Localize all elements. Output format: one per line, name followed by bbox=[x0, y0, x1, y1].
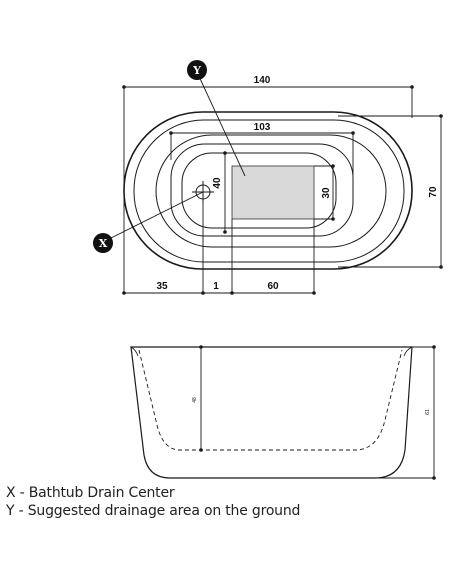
drainage-area bbox=[231, 165, 315, 220]
marker-y-label: Y bbox=[192, 64, 201, 77]
dim-overall-width: 70 bbox=[428, 186, 439, 198]
marker-y: Y bbox=[187, 60, 246, 177]
tub-side-outer bbox=[130, 346, 413, 479]
dim-area-height: 30 bbox=[321, 187, 332, 199]
dim-drain-width: 40 bbox=[212, 177, 223, 189]
tub-basin bbox=[155, 134, 387, 248]
tub-bottom bbox=[181, 152, 337, 229]
tub-side-inner bbox=[138, 349, 403, 451]
dim-overall-length: 140 bbox=[254, 75, 271, 86]
dim-offset-mid: 1 bbox=[213, 281, 219, 292]
legend-y: Y - Suggested drainage area on the groun… bbox=[6, 503, 301, 519]
dim-inner-depth: 48 bbox=[192, 397, 198, 403]
marker-x-label: X bbox=[99, 237, 108, 250]
tub-floor bbox=[170, 143, 354, 237]
legend-x: X - Bathtub Drain Center bbox=[6, 485, 175, 501]
dim-area-length: 60 bbox=[267, 281, 279, 292]
top-view bbox=[123, 111, 413, 270]
side-view bbox=[130, 345, 436, 480]
dim-inner-length: 103 bbox=[254, 122, 271, 133]
dimension-lines-top bbox=[122, 85, 443, 295]
tub-rim-inner bbox=[133, 119, 405, 263]
marker-x: X bbox=[93, 191, 204, 253]
dim-total-height: 61 bbox=[425, 409, 431, 415]
dim-offset-left: 35 bbox=[156, 281, 168, 292]
